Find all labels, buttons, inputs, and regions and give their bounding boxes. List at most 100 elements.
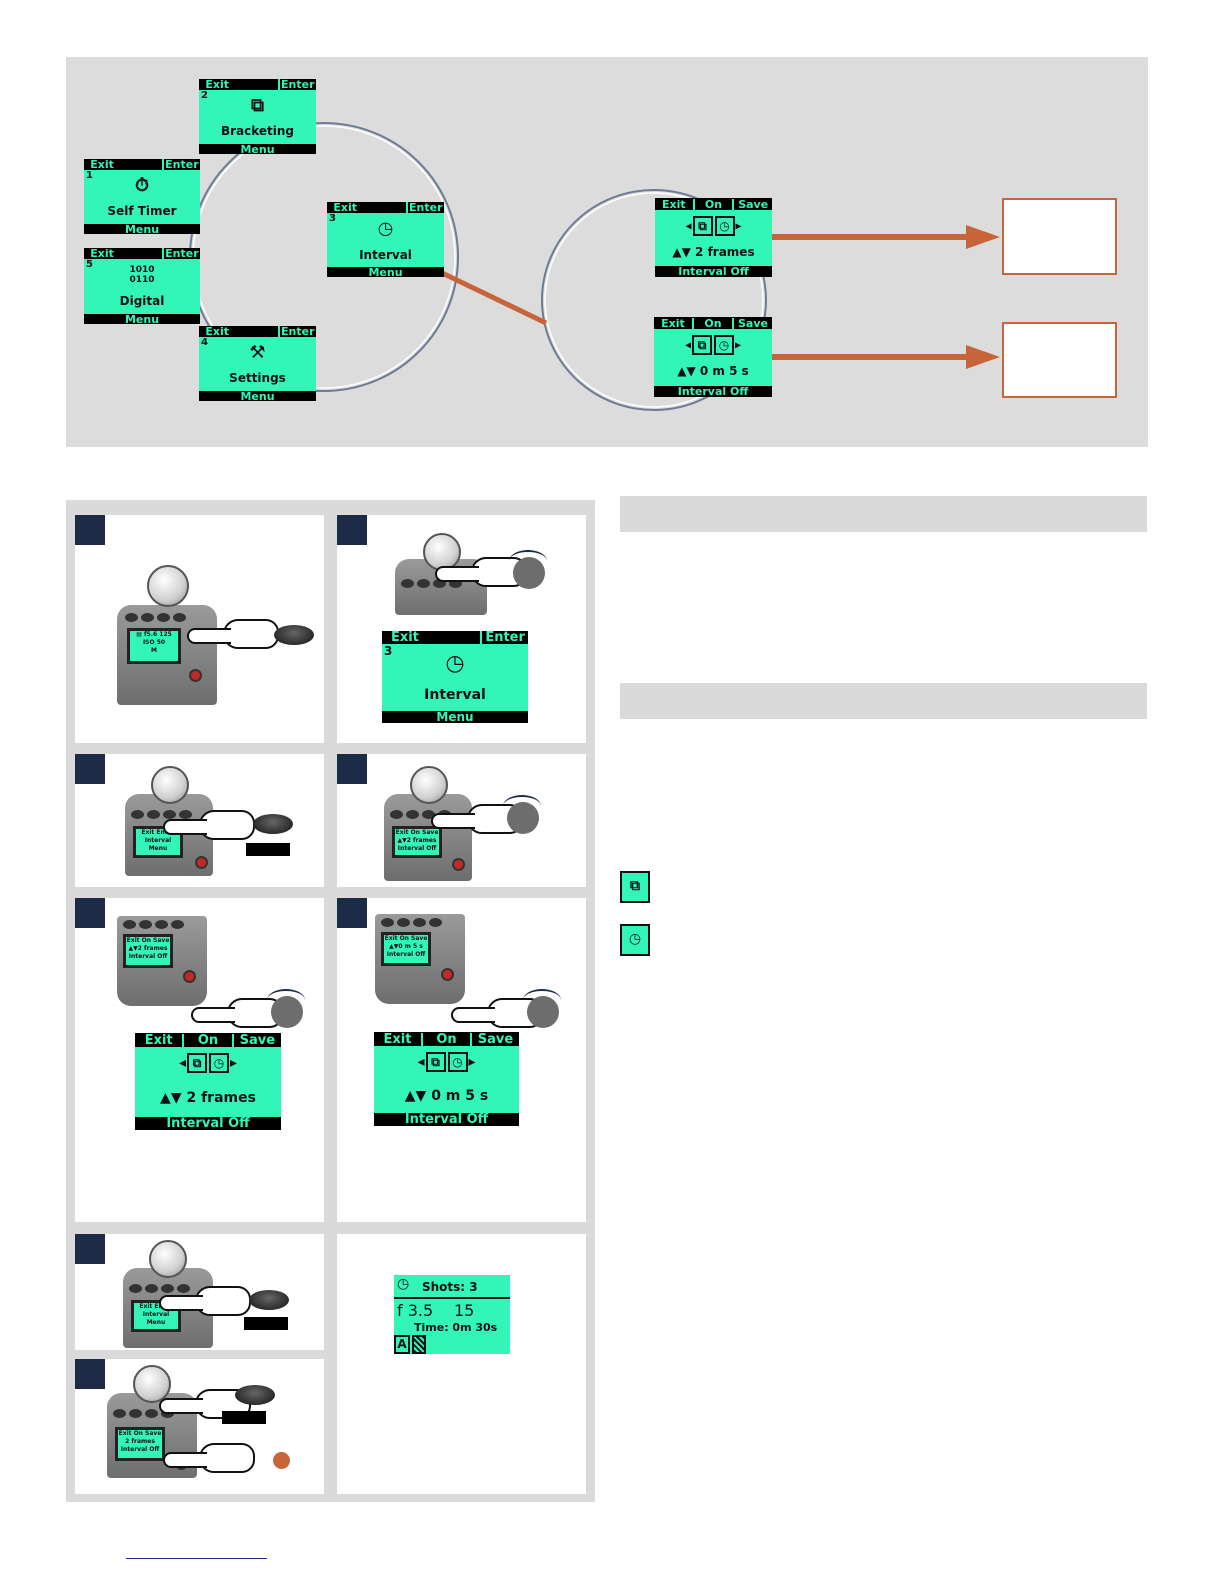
menu-bottom-label: Menu [84, 224, 200, 235]
pointing-hand [159, 1286, 251, 1316]
menu-label: Bracketing [220, 124, 295, 138]
menu-bottom-label: Menu [84, 314, 200, 325]
step-badge [337, 754, 367, 784]
interval-status: Interval Off [374, 1113, 519, 1126]
frames-mode-icon: ⧉ [425, 1052, 446, 1072]
menu-number: 3 [384, 644, 393, 658]
menu-bottom-label: Menu [382, 711, 528, 723]
result-header: ◷ Shots: 3 [394, 1275, 510, 1299]
step-badge [75, 1234, 105, 1264]
diagram-connectors [189, 122, 1000, 411]
control-wheel-icon [267, 989, 305, 1028]
softkey-exit: Exit [390, 630, 419, 645]
step-badge [75, 898, 105, 928]
softkey-exit: Exit [90, 158, 114, 171]
softkey-on: On [692, 198, 733, 210]
button-icon [274, 625, 314, 645]
footer-rule [126, 1558, 267, 1559]
shutter-release-dot [273, 1452, 290, 1469]
frames-mode-icon: ⧉ [692, 335, 712, 355]
label-bar [246, 843, 290, 856]
time-mode-icon: ◷ [447, 1052, 468, 1072]
softkey-enter: Enter [277, 326, 316, 337]
menu-bottom-label: Menu [199, 391, 316, 402]
section-header-1 [620, 496, 1147, 532]
softkey-save: Save [470, 1032, 519, 1046]
menu-number: 5 [86, 259, 93, 270]
self-timer-icon: ⏱ [134, 175, 150, 196]
softkey-enter: Enter [480, 631, 528, 644]
interval-mode-icons: ◂⧉◷▸ [178, 1053, 238, 1073]
menu-bottom-label: Menu [199, 144, 316, 155]
control-wheel-icon [523, 989, 561, 1028]
interval-value: ▲▼ 0 m 5 s [677, 364, 749, 378]
button-icon [249, 1290, 289, 1310]
step-badge [75, 754, 105, 784]
menu-label: Interval [359, 248, 412, 262]
menu-label: Digital [119, 294, 165, 308]
interval-time: Time: 0m 30s [414, 1321, 498, 1334]
softkey-enter: Enter [277, 79, 316, 90]
menu-label: Interval [424, 687, 486, 703]
frames-mode-icon: ⧉ [187, 1053, 207, 1073]
softkey-enter: Enter [405, 202, 444, 213]
menu-number: 4 [201, 337, 208, 348]
softkey-enter: Enter [161, 248, 200, 259]
step-badge [75, 1359, 105, 1389]
section-header-2 [620, 683, 1147, 719]
lcd-bracketing: Exit Enter 2 ⧉ Bracketing Menu [199, 78, 316, 155]
control-wheel-icon [509, 550, 547, 589]
softkey-exit: Exit [383, 1031, 412, 1047]
time-mode-icon: ◷ [714, 335, 734, 355]
label-bar [222, 1411, 266, 1424]
softkey-exit: Exit [662, 197, 686, 211]
frames-mode-icon: ⧉ [692, 216, 713, 236]
menu-bottom-label: Menu [327, 267, 444, 278]
softkey-exit: Exit [205, 78, 230, 91]
callout-box-time [1002, 322, 1117, 398]
interval-mode-icons: ◂⧉◷▸ [417, 1052, 476, 1072]
step-badge [337, 515, 367, 545]
settings-icon: ⚒ [249, 342, 266, 363]
interval-value: ▲▼ 2 frames [160, 1090, 256, 1106]
pointing-hand [163, 1443, 255, 1473]
softkey-save: Save [732, 198, 772, 210]
pointing-hand [187, 619, 279, 649]
menu-number: 2 [201, 90, 208, 101]
callout-box-frames [1002, 198, 1117, 275]
softkey-exit: Exit [144, 1032, 173, 1048]
softkey-exit: Exit [90, 247, 114, 260]
bracketing-icon: ⧉ [251, 95, 264, 116]
time-mode-icon: ◷ [620, 924, 650, 956]
control-wheel-icon [503, 795, 541, 834]
softkey-save: Save [231, 1033, 281, 1047]
menu-label: Settings [229, 371, 286, 385]
button-icon [235, 1385, 275, 1405]
shots-count: Shots: 3 [422, 1280, 478, 1294]
softkey-on: On [692, 317, 732, 329]
softkey-enter: Enter [161, 159, 200, 170]
softkey-on: On [421, 1032, 470, 1046]
interval-icon: ◷ [377, 218, 394, 239]
button-icon [253, 814, 293, 834]
